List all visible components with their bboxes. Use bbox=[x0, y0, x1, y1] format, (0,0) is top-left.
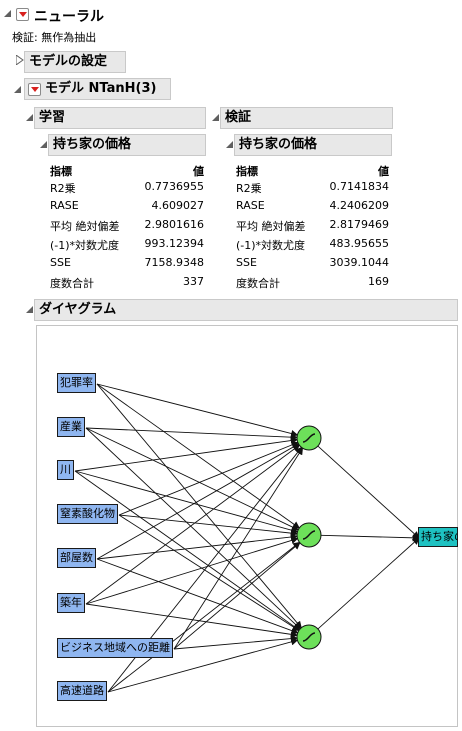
connection-line bbox=[85, 427, 298, 441]
model-settings-header[interactable]: モデルの設定 bbox=[24, 51, 126, 73]
hidden-node bbox=[296, 522, 322, 548]
input-node: 部屋数 bbox=[57, 548, 96, 568]
connection-line bbox=[96, 533, 298, 560]
row-value: 3039.1044 bbox=[329, 256, 390, 269]
connection-line bbox=[320, 534, 420, 542]
row-label: (-1)*対数尤度 bbox=[50, 239, 120, 252]
connection-line bbox=[173, 542, 301, 650]
model-title: モデル NTanH(3) bbox=[45, 81, 157, 96]
validation-target-header[interactable]: 持ち家の価格 bbox=[234, 134, 392, 156]
connection-line bbox=[173, 635, 298, 650]
row-label: RASE bbox=[236, 199, 265, 212]
row-value: 0.7736955 bbox=[144, 180, 205, 193]
input-node: 高速道路 bbox=[57, 681, 107, 701]
connection-line bbox=[107, 638, 299, 693]
connection-line bbox=[317, 445, 420, 539]
row-value: 4.2406209 bbox=[329, 199, 390, 212]
connection-line bbox=[173, 447, 304, 650]
input-node: 犯罪率 bbox=[57, 373, 96, 393]
row-label: SSE bbox=[50, 256, 71, 269]
hidden-node bbox=[296, 624, 322, 650]
validation-header[interactable]: 検証 bbox=[220, 107, 393, 129]
collapse-triangle-icon[interactable] bbox=[212, 114, 220, 122]
connection-line bbox=[85, 427, 299, 531]
row-label: 平均 絶対偏差 bbox=[50, 220, 120, 233]
expand-triangle-icon[interactable] bbox=[15, 54, 24, 68]
connection-line bbox=[118, 514, 298, 537]
column-header: 指標 bbox=[50, 165, 72, 178]
row-label: R2乗 bbox=[236, 182, 262, 195]
connection-line bbox=[85, 603, 299, 638]
collapse-triangle-icon[interactable] bbox=[4, 10, 12, 18]
input-node: 窒素酸化物 bbox=[57, 504, 118, 524]
input-node: 川 bbox=[57, 460, 74, 480]
row-label: 度数合計 bbox=[50, 277, 94, 290]
training-target-header[interactable]: 持ち家の価格 bbox=[48, 134, 206, 156]
row-value: 483.95655 bbox=[329, 237, 390, 250]
input-node: 築年 bbox=[57, 593, 85, 613]
connection-line bbox=[317, 537, 420, 630]
connection-line bbox=[96, 383, 299, 437]
validation-method-text: 検証: 無作為抽出 bbox=[12, 31, 97, 44]
connection-line bbox=[96, 443, 300, 560]
connection-line bbox=[74, 436, 299, 472]
row-label: (-1)*対数尤度 bbox=[236, 239, 306, 252]
connection-line bbox=[85, 536, 299, 605]
column-header: 指標 bbox=[236, 165, 258, 178]
row-value: 337 bbox=[183, 275, 204, 288]
collapse-triangle-icon[interactable] bbox=[40, 141, 48, 149]
red-triangle-menu-icon[interactable] bbox=[16, 8, 29, 21]
connection-line bbox=[96, 383, 302, 629]
tanh-activation-icon bbox=[302, 530, 316, 540]
connection-line bbox=[74, 470, 300, 631]
tanh-activation-icon bbox=[302, 433, 316, 443]
row-value: 2.9801616 bbox=[144, 218, 205, 231]
connection-line bbox=[107, 541, 301, 693]
collapse-triangle-icon[interactable] bbox=[26, 306, 34, 314]
row-value: 169 bbox=[368, 275, 389, 288]
model-header[interactable]: モデル NTanH(3) bbox=[24, 78, 171, 100]
collapse-triangle-icon[interactable] bbox=[226, 141, 234, 149]
row-label: R2乗 bbox=[50, 182, 76, 195]
row-value: 993.12394 bbox=[144, 237, 205, 250]
connection-line bbox=[85, 427, 301, 630]
collapse-triangle-icon[interactable] bbox=[26, 114, 34, 122]
row-value: 7158.9348 bbox=[144, 256, 205, 269]
row-value: 0.7141834 bbox=[329, 180, 390, 193]
column-header: 値 bbox=[193, 165, 204, 178]
row-value: 2.8179469 bbox=[329, 218, 390, 231]
report-title: ニューラル bbox=[34, 9, 104, 25]
hidden-node bbox=[296, 425, 322, 451]
red-triangle-menu-icon[interactable] bbox=[28, 83, 41, 96]
row-label: 度数合計 bbox=[236, 277, 280, 290]
row-value: 4.609027 bbox=[151, 199, 205, 212]
connection-line bbox=[74, 470, 299, 534]
column-header: 値 bbox=[378, 165, 389, 178]
training-header[interactable]: 学習 bbox=[34, 107, 206, 129]
connection-line bbox=[118, 514, 300, 632]
neural-net-diagram: 犯罪率 産業 川 窒素酸化物 部屋数 築年 ビジネス地域への距離 高速道路 持ち… bbox=[36, 325, 458, 727]
collapse-triangle-icon[interactable] bbox=[14, 86, 22, 94]
diagram-header[interactable]: ダイヤグラム bbox=[34, 299, 458, 321]
connection-line bbox=[96, 383, 300, 529]
input-node: 産業 bbox=[57, 417, 85, 437]
connection-line bbox=[85, 444, 301, 605]
validation-stats-table: 指標 値 R2乗 0.7141834 RASE 4.2406209 平均 絶対偏… bbox=[236, 163, 389, 293]
row-label: 平均 絶対偏差 bbox=[236, 220, 306, 233]
network-connections bbox=[74, 383, 420, 693]
connection-line bbox=[118, 441, 299, 516]
training-stats-table: 指標 値 R2乗 0.7736955 RASE 4.609027 平均 絶対偏差… bbox=[50, 163, 204, 293]
output-node: 持ち家の価格 bbox=[418, 527, 458, 547]
tanh-activation-icon bbox=[302, 632, 316, 642]
row-label: RASE bbox=[50, 199, 79, 212]
input-node: ビジネス地域への距離 bbox=[57, 638, 173, 658]
row-label: SSE bbox=[236, 256, 257, 269]
